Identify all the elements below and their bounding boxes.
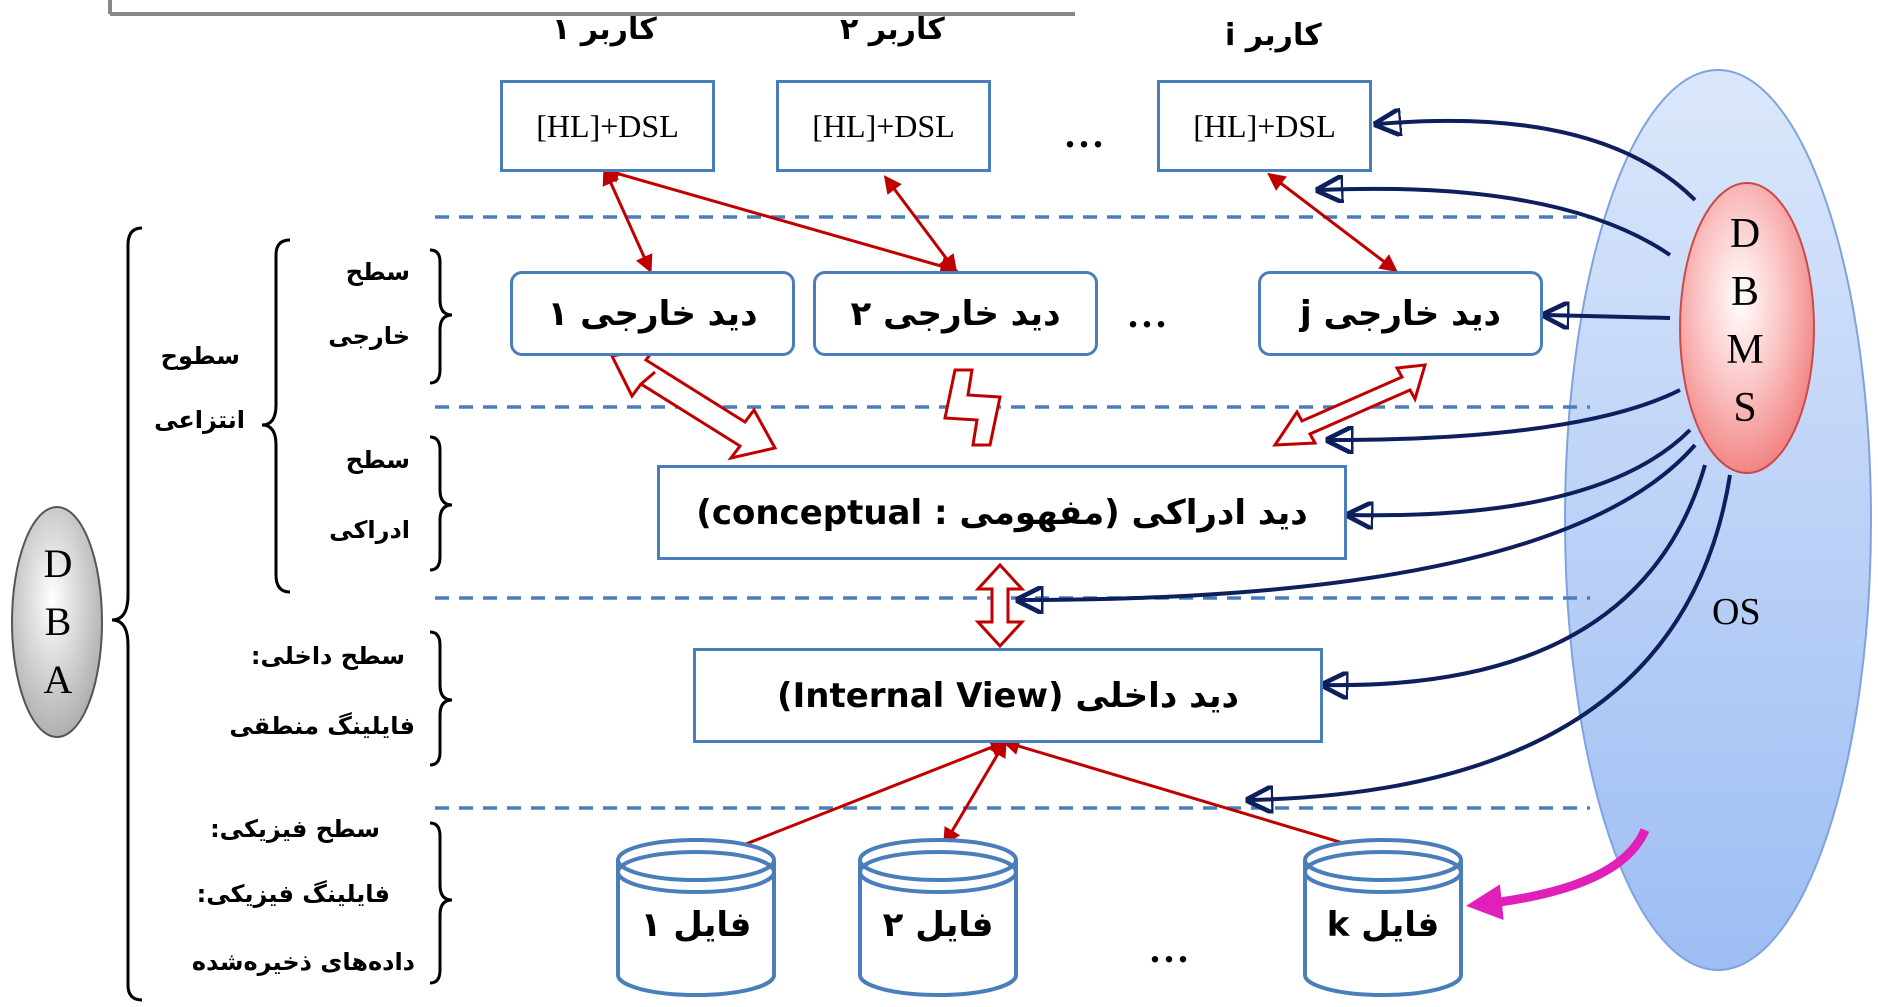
dbms-letter-d: D — [1729, 211, 1761, 257]
os-label: OS — [1712, 591, 1761, 633]
file-arrows — [714, 737, 1404, 865]
views-ellipsis: ... — [1128, 291, 1170, 336]
dba-letter-a: A — [43, 657, 73, 702]
user-i-label: کاربر i — [1225, 18, 1322, 53]
dsl-box-i: [HL]+DSL — [1157, 80, 1372, 172]
conceptual-view-box: دید ادراکی (مفهومی : conceptual) — [657, 465, 1347, 560]
file-k-cylinder — [1303, 838, 1463, 997]
external-view-j: دید خارجی j — [1258, 271, 1543, 356]
dba-letter-d: D — [43, 541, 73, 586]
user-1-label: کاربر ۱ — [552, 12, 657, 47]
users-ellipsis: ... — [1065, 111, 1107, 156]
level-internal-line2: فایلینگ منطقی — [229, 712, 415, 740]
file-1-cylinder — [616, 838, 776, 997]
level-physical-line1: سطح فیزیکی: — [210, 815, 380, 843]
level-abstract-line2: انتزاعی — [154, 406, 245, 434]
external-view-1: دید خارجی ۱ — [510, 271, 795, 356]
file-k-label: فایل k — [1326, 905, 1440, 945]
level-physical-line3: داده‌های ذخیره‌شده — [191, 948, 415, 976]
user-2-label: کاربر ۲ — [840, 12, 945, 47]
external-j-conceptual-arrow — [1272, 363, 1428, 447]
dbms-letter-s: S — [1733, 385, 1757, 431]
dbms-ellipse — [1679, 182, 1815, 474]
level-external-line2: خارجی — [328, 322, 410, 350]
files-ellipsis: ... — [1150, 926, 1192, 971]
external-view-2: دید خارجی ۲ — [813, 271, 1098, 356]
conceptual-internal-arrow — [974, 563, 1026, 648]
level-external-line1: سطح — [345, 258, 410, 286]
user-view-arrows — [601, 165, 1398, 275]
os-file-arrow — [1466, 828, 1650, 921]
level-conceptual-line2: ادراکی — [329, 516, 410, 544]
level-internal-line1: سطح داخلی: — [250, 642, 405, 670]
level-conceptual-line1: سطح — [345, 446, 410, 474]
file-1-label: فایل ۱ — [640, 905, 752, 945]
dbms-letter-b: B — [1730, 269, 1759, 315]
file-2-label: فایل ۲ — [882, 905, 994, 945]
dbms-arrows — [1020, 121, 1732, 800]
internal-view-box: دید داخلی (Internal View) — [693, 648, 1323, 743]
dbms-letter-m: M — [1726, 327, 1764, 373]
dsl-box-2: [HL]+DSL — [776, 80, 991, 172]
level-abstract-line1: سطوح — [160, 342, 240, 370]
dba-ellipse — [11, 506, 103, 738]
hollow-arrows — [943, 368, 1002, 447]
file-2-cylinder — [858, 838, 1018, 997]
dba-letter-b: B — [44, 599, 72, 644]
mapping-arrows — [609, 345, 778, 461]
level-physical-line2: فایلینگ فیزیکی: — [196, 880, 390, 908]
file-cylinders — [616, 838, 1463, 997]
dsl-box-1: [HL]+DSL — [500, 80, 715, 172]
braces — [111, 226, 453, 1002]
